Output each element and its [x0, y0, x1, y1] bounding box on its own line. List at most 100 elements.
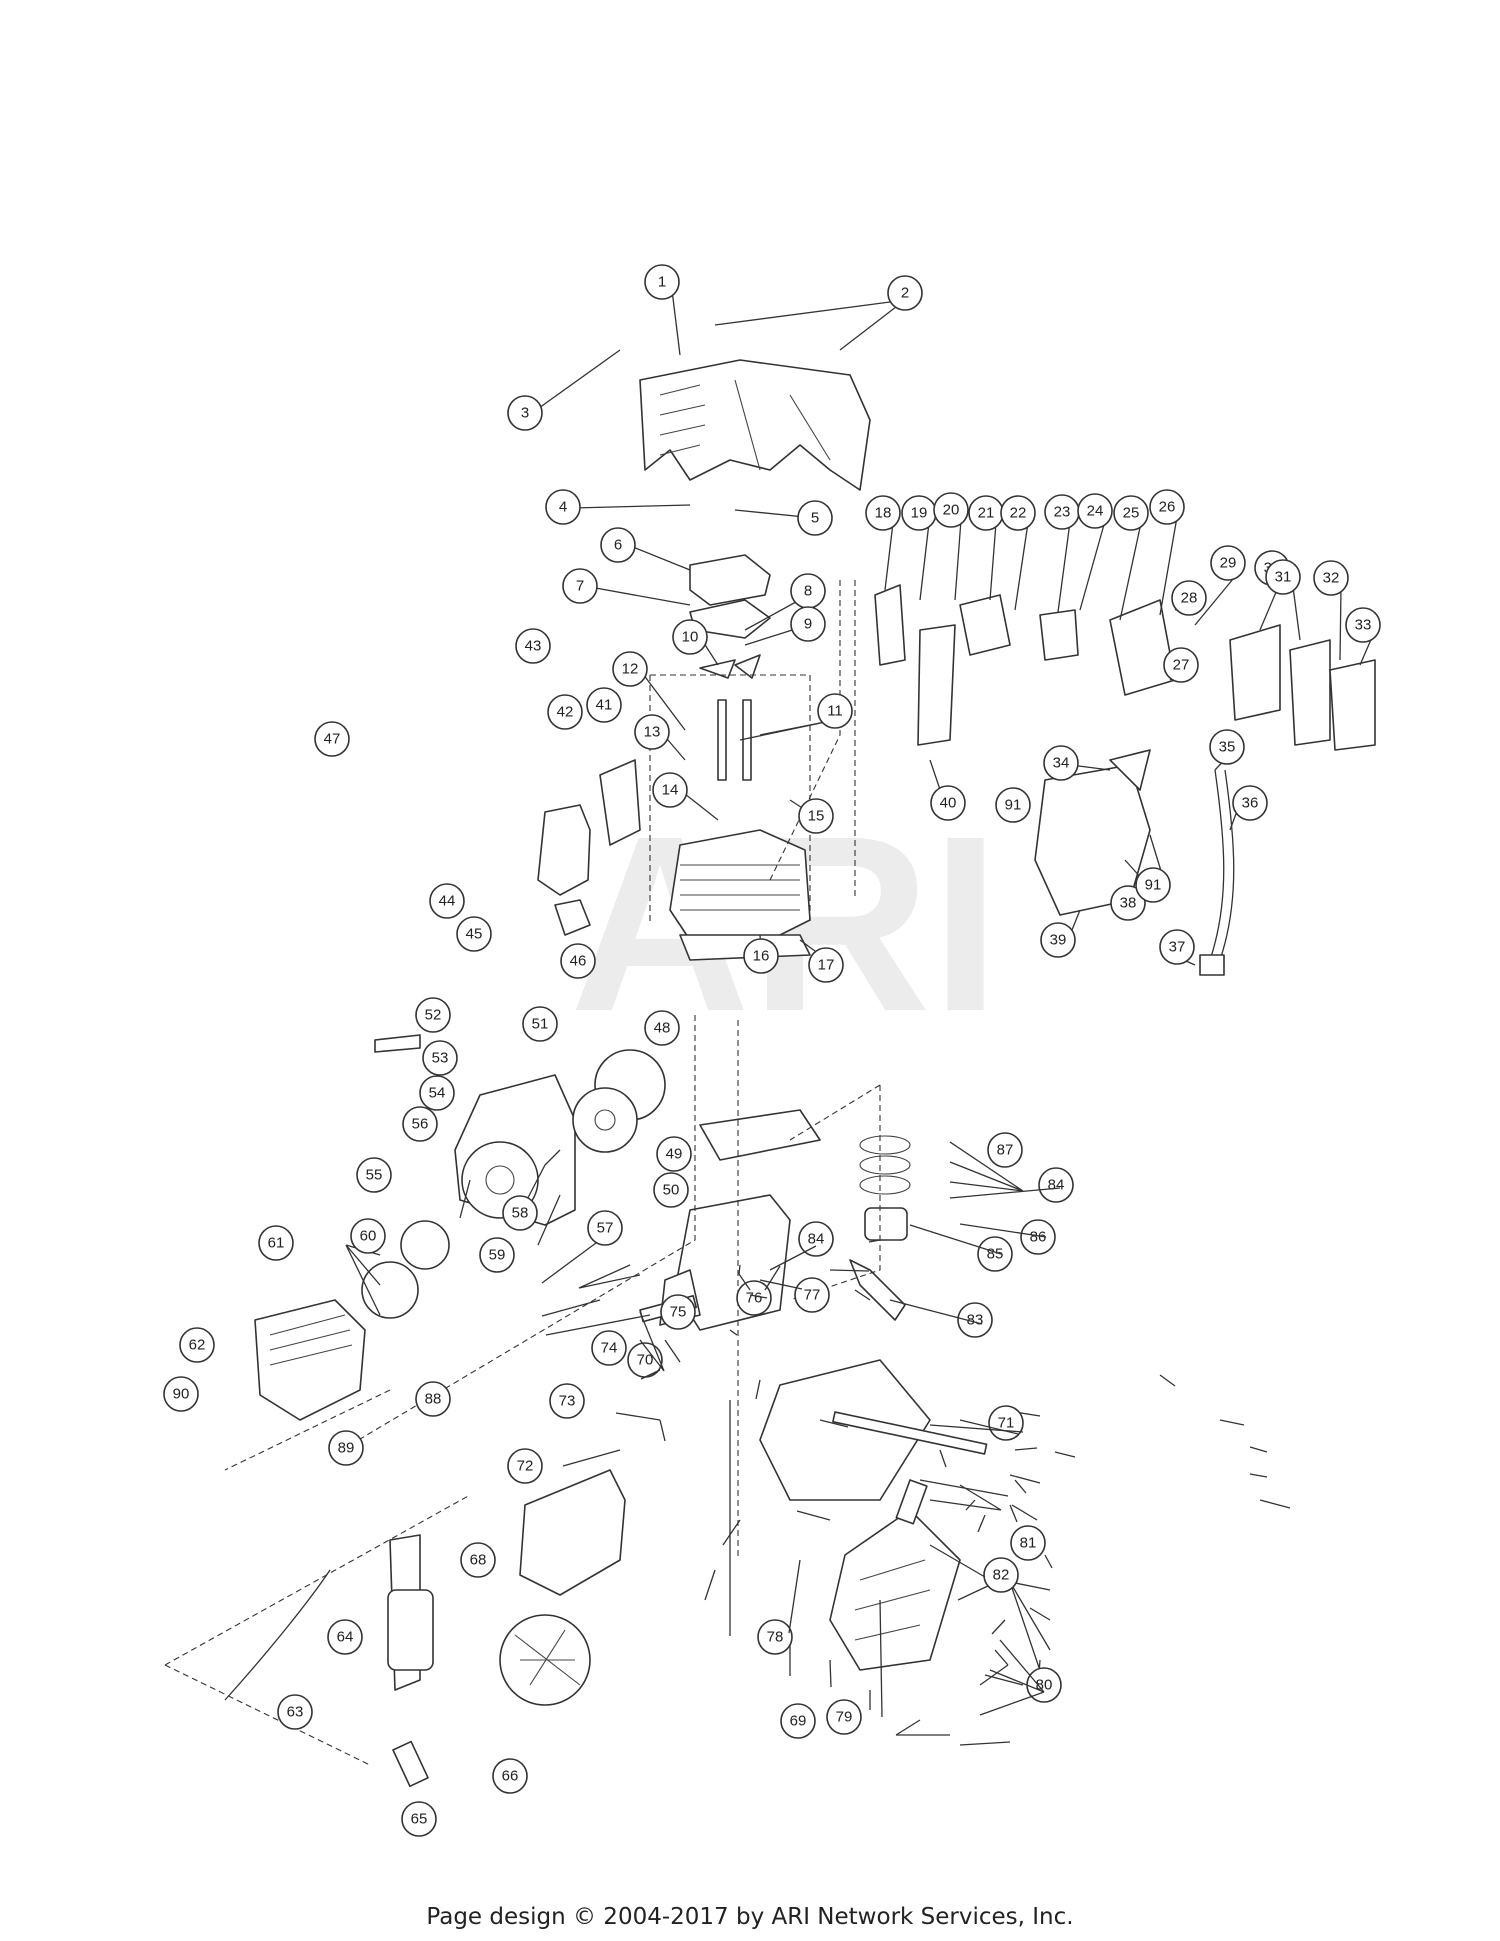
callout-circle [817, 693, 853, 729]
callout-14: 14 [652, 772, 688, 808]
callout-number: 88 [425, 1391, 442, 1408]
callout-circle [507, 395, 543, 431]
callout-88: 88 [415, 1381, 451, 1417]
callout-circle [328, 1430, 364, 1466]
callout-circle [549, 1383, 585, 1419]
fuel-line [1199, 769, 1235, 976]
callout-circle [1209, 729, 1245, 765]
callout-1: 1 [644, 264, 680, 300]
callout-number: 19 [911, 505, 928, 522]
group-line-intake [769, 580, 856, 900]
callout-circle [415, 997, 451, 1033]
callout-number: 79 [836, 1709, 853, 1726]
callout-59: 59 [479, 1237, 515, 1273]
callout-16: 16 [743, 938, 779, 974]
callout-number: 31 [1275, 569, 1292, 586]
leader-lines [345, 281, 1374, 1746]
callout-circle [314, 721, 350, 757]
callout-circle [1149, 489, 1185, 525]
callout-number: 61 [268, 1235, 285, 1252]
callout-number: 51 [532, 1016, 549, 1033]
callout-circle [587, 1210, 623, 1246]
callout-91: 91 [995, 787, 1031, 823]
callout-circle [933, 492, 969, 528]
callout-number: 23 [1054, 504, 1071, 521]
callout-84: 84 [798, 1221, 834, 1257]
callout-circle [492, 1758, 528, 1794]
callout-number: 25 [1123, 505, 1140, 522]
group-line-ignition [164, 1494, 471, 1766]
callout-circle [1010, 1525, 1046, 1561]
callout-number: 89 [338, 1440, 355, 1457]
callout-number: 11 [827, 703, 843, 720]
callout-circle [422, 1040, 458, 1076]
callout-6: 6 [600, 527, 636, 563]
callout-36: 36 [1232, 785, 1268, 821]
group-line-starter [349, 1015, 696, 1446]
callout-38: 38 [1110, 885, 1146, 921]
callout-31: 31 [1265, 559, 1301, 595]
callout-circle [502, 1195, 538, 1231]
callout-circle [1163, 647, 1199, 683]
callout-circle [456, 916, 492, 952]
callout-number: 52 [425, 1007, 442, 1024]
callout-55: 55 [356, 1157, 392, 1193]
callout-number: 29 [1220, 555, 1237, 572]
air-filter-cover [689, 554, 771, 639]
callout-number: 62 [189, 1337, 206, 1354]
callout-39: 39 [1040, 922, 1076, 958]
callout-number: 91 [1145, 877, 1162, 894]
callout-circle [429, 883, 465, 919]
callout-number: 57 [597, 1220, 614, 1237]
callout-number: 13 [644, 724, 661, 741]
carburetor-assembly [874, 584, 1376, 916]
callout-50: 50 [653, 1172, 689, 1208]
callout-circle [277, 1694, 313, 1730]
callout-number: 48 [654, 1020, 671, 1037]
callout-51: 51 [522, 1006, 558, 1042]
callout-circle [798, 1221, 834, 1257]
callout-73: 73 [549, 1383, 585, 1419]
callout-19: 19 [901, 495, 937, 531]
callout-56: 56 [402, 1106, 438, 1142]
callout-circle [415, 1381, 451, 1417]
callout-number: 59 [489, 1247, 506, 1264]
callout-number: 77 [804, 1287, 821, 1304]
callout-number: 54 [429, 1085, 446, 1102]
callout-72: 72 [507, 1448, 543, 1484]
callout-circle [402, 1106, 438, 1142]
callout-circle [401, 1801, 437, 1837]
callout-circle [865, 495, 901, 531]
callout-circle [612, 651, 648, 687]
callout-number: 37 [1169, 939, 1186, 956]
callout-circle [163, 1376, 199, 1412]
callout-number: 60 [360, 1228, 377, 1245]
callout-number: 90 [173, 1386, 190, 1403]
callout-number: 6 [614, 537, 622, 554]
callout-41: 41 [586, 687, 622, 723]
callout-circle [560, 943, 596, 979]
callout-10: 10 [672, 619, 708, 655]
callout-35: 35 [1209, 729, 1245, 765]
callout-number: 91 [1005, 797, 1022, 814]
callout-86: 86 [1020, 1219, 1056, 1255]
callout-number: 24 [1087, 503, 1104, 520]
callout-circle [794, 1277, 830, 1313]
callout-number: 75 [670, 1304, 687, 1321]
callout-79: 79 [826, 1699, 862, 1735]
callout-40: 40 [930, 785, 966, 821]
callout-number: 71 [998, 1415, 1015, 1432]
callout-49: 49 [656, 1136, 692, 1172]
callout-circle [672, 619, 708, 655]
callout-number: 12 [622, 661, 639, 678]
callout-number: 35 [1219, 739, 1236, 756]
callout-circle [644, 264, 680, 300]
callout-87: 87 [987, 1132, 1023, 1168]
callout-13: 13 [634, 714, 670, 750]
flywheel-and-ignition [224, 1469, 626, 1788]
callout-number: 21 [978, 505, 995, 522]
callout-circle [1313, 560, 1349, 596]
group-line-piston [789, 1084, 881, 1301]
clutch-drum [254, 1220, 450, 1421]
callout-circle [586, 687, 622, 723]
